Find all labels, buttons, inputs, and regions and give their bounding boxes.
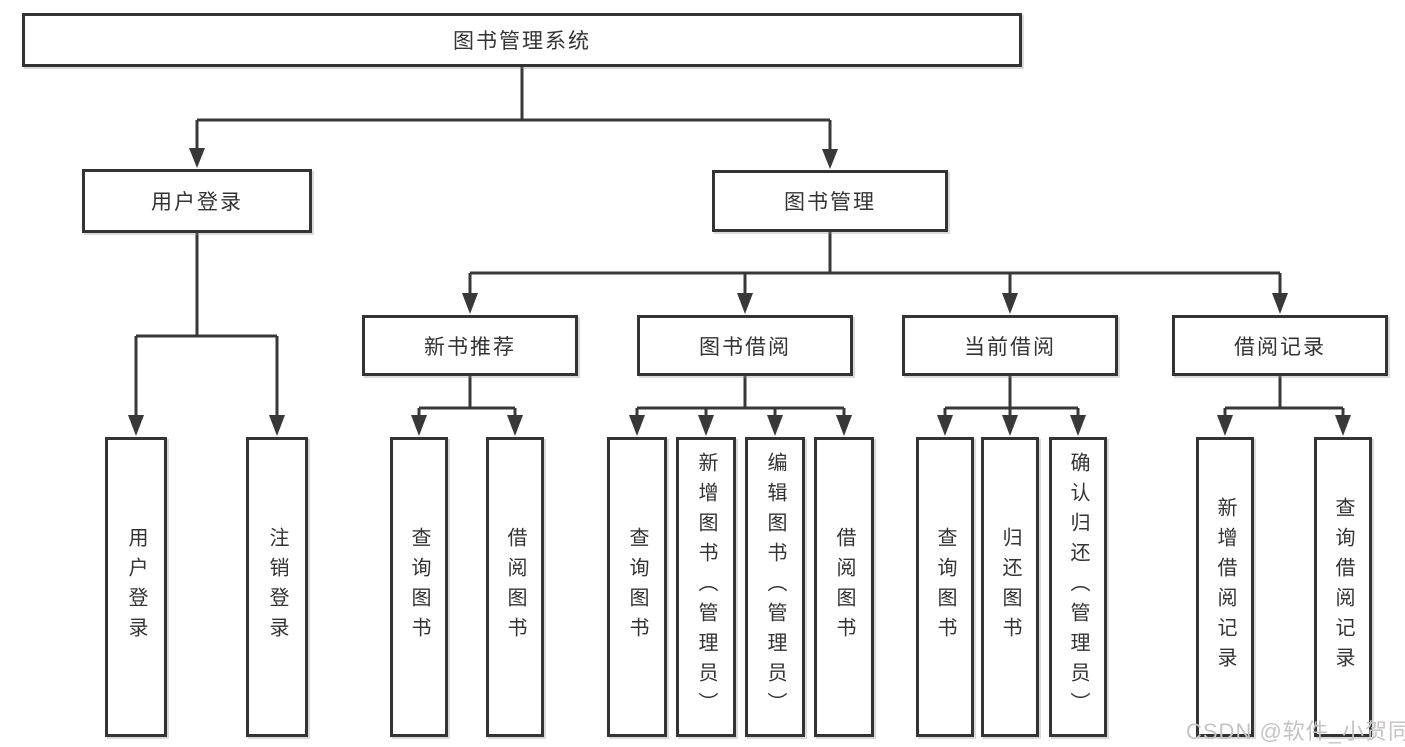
- connector-current-borrow-children: [937, 376, 1086, 436]
- arrow-down-icon: [698, 415, 714, 436]
- node-book-management: 图书管理: [712, 170, 948, 232]
- leaf-edit-book-admin: 编辑图书（管理员）: [745, 437, 805, 737]
- connector-borrow-records-children: [1217, 376, 1351, 436]
- leaf-borrow-books-recommend: 借阅图书: [486, 437, 544, 737]
- leaf-query-books-borrow: 查询图书: [607, 437, 667, 737]
- connector-root-to-level2: [189, 67, 838, 169]
- leaf-user-login: 用户登录: [105, 437, 167, 737]
- node-system-root: 图书管理系统: [22, 13, 1022, 67]
- leaf-add-borrow-record: 新增借阅记录: [1196, 437, 1254, 737]
- node-borrow-records: 借阅记录: [1172, 315, 1388, 376]
- leaf-query-borrow-record: 查询借阅记录: [1314, 437, 1372, 737]
- arrow-down-icon: [1217, 415, 1233, 436]
- arrow-down-icon: [836, 415, 852, 436]
- arrow-down-icon: [822, 149, 838, 169]
- connector-user-login-children: [128, 233, 285, 436]
- arrow-down-icon: [737, 293, 753, 314]
- arrow-down-icon: [128, 415, 144, 436]
- leaf-borrow-books: 借阅图书: [814, 437, 874, 737]
- leaf-query-books-current: 查询图书: [916, 437, 974, 737]
- arrow-down-icon: [462, 293, 478, 314]
- arrow-down-icon: [1070, 415, 1086, 436]
- arrow-down-icon: [189, 148, 205, 168]
- watermark: CSDN @软件_小贺同学: [1186, 719, 1405, 744]
- leaf-logout: 注销登录: [246, 437, 308, 737]
- arrow-down-icon: [937, 415, 953, 436]
- leaf-confirm-return-admin: 确认归还（管理员）: [1049, 437, 1107, 737]
- arrow-down-icon: [1272, 293, 1288, 314]
- leaf-add-book-admin: 新增图书（管理员）: [676, 437, 736, 737]
- arrow-down-icon: [767, 415, 783, 436]
- leaf-return-book: 归还图书: [981, 437, 1039, 737]
- arrow-down-icon: [269, 415, 285, 436]
- connector-book-management-children: [462, 232, 1288, 314]
- arrow-down-icon: [1335, 415, 1351, 436]
- arrow-down-icon: [411, 415, 427, 436]
- node-book-borrow: 图书借阅: [637, 315, 853, 376]
- leaf-query-books-recommend: 查询图书: [390, 437, 448, 737]
- arrow-down-icon: [1002, 293, 1018, 314]
- node-new-book-recommend: 新书推荐: [362, 315, 578, 376]
- arrow-down-icon: [507, 415, 523, 436]
- node-user-login: 用户登录: [82, 169, 312, 233]
- arrow-down-icon: [1002, 415, 1018, 436]
- connector-book-borrow-children: [629, 376, 852, 436]
- connector-new-book-recommend-children: [411, 376, 523, 436]
- arrow-down-icon: [629, 415, 645, 436]
- node-current-borrow: 当前借阅: [902, 315, 1118, 376]
